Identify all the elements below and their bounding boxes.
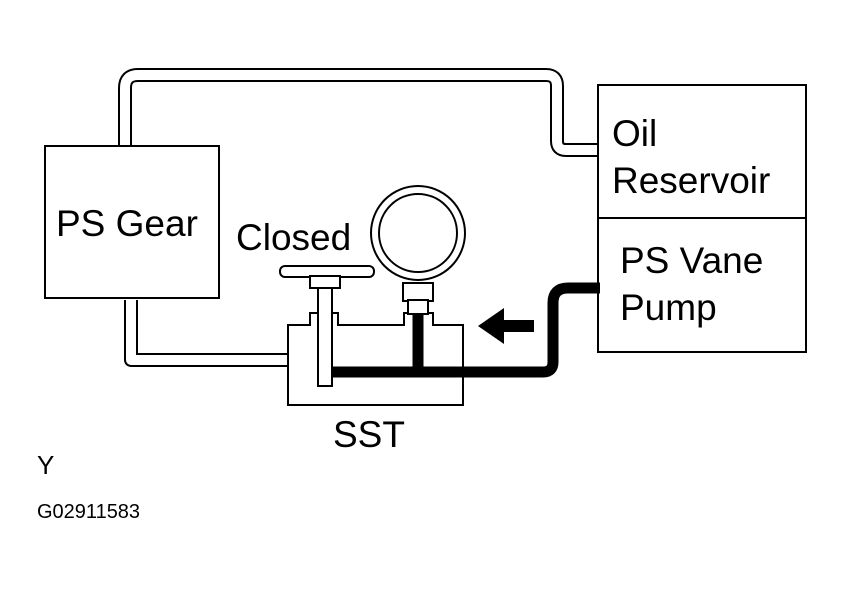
ps-vane-pump-label-line1: PS Vane [620,240,763,281]
sst-label: SST [333,414,405,455]
oil-reservoir-label-line1: Oil [612,113,657,154]
ps-gear-label: PS Gear [56,203,198,244]
return-hose-top [118,68,600,157]
arrow-left-icon [478,308,534,344]
valve-closed-label: Closed [236,217,351,258]
pressure-gauge-icon [370,185,466,315]
gear-to-sst-hose [124,300,288,367]
ps-vane-pump-label-line2: Pump [620,287,717,328]
pressure-hose [330,282,600,378]
corner-mark: Y [37,450,54,480]
ps-gear-box [44,145,220,299]
valve-handle-icon [279,265,375,387]
oil-reservoir-label-line2: Reservoir [612,160,770,201]
figure-code: G02911583 [37,501,140,523]
sst-body [287,312,464,406]
